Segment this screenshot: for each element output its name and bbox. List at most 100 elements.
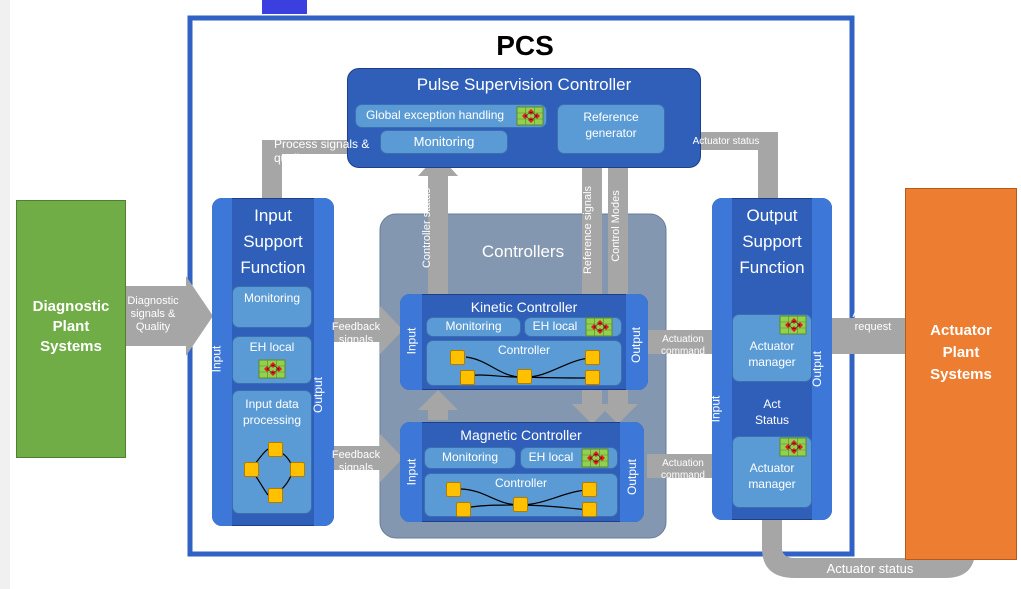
isf-monitoring [232,286,312,328]
kin-monitoring [426,317,521,337]
isf-eh-local-label: EH local [249,340,295,354]
kin-node-2 [460,370,475,385]
osf-input-strip [712,198,732,520]
osf-input-label: Input [708,395,723,423]
mag-node-5 [582,502,597,517]
kin-output-label: Output [629,326,644,364]
osf-title-3: Function [739,258,805,277]
isf-node-4 [290,462,305,477]
feedback-label-1: Feedback signals [328,321,384,347]
process-signals-label: Process signals & quality [274,137,384,166]
isf-title-2: Support [243,232,303,251]
refgen-line-2: generator [585,126,637,140]
osf-title-2: Support [742,232,802,251]
mag-monitoring [424,447,516,469]
mag-monitoring-label: Monitoring [441,450,499,464]
control-modes-label: Control Modes [609,190,622,262]
controllers-title: Controllers [481,242,565,261]
isf-node-2 [268,442,283,457]
kin-eh-local-label: EH local [532,319,578,333]
kin-node-4 [585,350,600,365]
psc-monitoring [380,130,508,154]
kin-node-5 [585,370,600,385]
psc-title: Pulse Supervision Controller [416,75,632,94]
actuation1-line-2: command [661,346,705,357]
isf-title-3: Function [240,258,306,277]
osf-output-label: Output [810,350,825,388]
actuator-systems-line-2: Plant [942,344,980,361]
osf-am1-line-2: manager [748,355,796,369]
diagnostic-plant-systems [16,200,126,458]
actuator-status-bottom-arrow [748,480,975,578]
mag-eh-local-label: EH local [528,450,574,464]
reference-signals-label: Reference signals [582,185,595,275]
actuator-systems-line-3: Systems [930,366,992,383]
feedback2-line-2: signals [338,462,374,475]
diag-signals-line-1: Diagnostic [127,295,179,307]
feedback-arrow-2 [323,434,403,482]
osf-output-strip [812,198,832,520]
isf-node-1 [244,462,259,477]
osf-act-status-1: Act [763,397,781,411]
reference-generator [557,104,665,154]
diag-signals-line-3: Quality [135,321,171,334]
refgen-line-1: Reference [583,110,639,124]
actuation-label-2: Actuation command [652,458,714,482]
mag-to-kin-status-arrow [418,390,458,420]
actuation2-line-2: command [661,470,705,481]
actuator-systems-line-1: Actuator [930,322,992,339]
actuation-label-1: Actuation command [652,334,714,358]
diag-signals-label: Diagnostic signals & Quality [118,295,188,335]
mag-node-2 [456,502,471,517]
isf-idp-line-2: processing [242,413,302,427]
mag-node-1 [446,482,461,497]
actuator-plant-systems [905,188,1017,560]
control-modes-arrow [598,154,638,316]
kin-input-strip [400,294,422,390]
diagnostic-line-1: Diagnostic [32,298,110,315]
osf-act-status-2: Status [754,413,790,427]
feedback-arrow-1 [323,306,403,354]
diag-signals-line-2: signals & [130,308,176,321]
mag-output-label: Output [625,458,640,496]
controller-status-arrow [418,154,458,300]
feedback2-line-1: Feedback [331,449,381,461]
pcs-title: PCS [496,30,554,61]
isf-title-1: Input [254,206,292,225]
osf-am2-line-1: Actuator [749,461,795,475]
kin-controller-label: Controller [497,343,551,357]
diagnostic-line-3: Systems [40,338,102,355]
reference-signals-arrow [572,154,612,316]
isf-idp-line-1: Input data [245,397,299,411]
isf-node-3 [268,488,283,503]
mag-input-strip [400,422,422,522]
kin-input-label: Input [404,327,419,355]
actuator-request-label: Actuator request [840,308,906,334]
kin-output-strip [626,294,648,390]
actuation1-line-1: Actuation [662,334,704,345]
kin-title: Kinetic Controller [470,299,578,315]
process-signals-line-1: Process signals & [274,137,370,151]
geh-label: Global exception handling [365,108,505,122]
osf-title-1: Output [746,206,798,225]
kin-to-mag-mode-arrow [598,386,638,424]
feedback1-line-2: signals [338,334,374,347]
top-bar-fragment [262,0,307,14]
feedback-label-2: Feedback signals [328,449,384,475]
diagnostic-signals-arrow [112,276,213,356]
diagnostic-line-2: Plant [52,318,90,335]
actuator-status-top-label: Actuator status [692,136,760,147]
process-signals-line-2: quality [274,151,309,166]
actuator-request-line-2: request [854,321,892,334]
feedback1-line-1: Feedback [331,321,381,333]
global-exception-handling [355,104,547,128]
actuation2-line-1: Actuation [662,458,704,469]
isf-input-strip [212,198,232,526]
mag-title: Magnetic Controller [460,427,582,443]
psc-monitoring-label: Monitoring [413,134,475,149]
isf-monitoring-label: Monitoring [243,291,301,305]
actuator-status-bottom-label: Actuator status [826,561,914,576]
osf-am1-line-1: Actuator [749,339,795,353]
mag-node-3 [513,497,528,512]
actuator-request-line-1: Actuator [852,308,894,320]
